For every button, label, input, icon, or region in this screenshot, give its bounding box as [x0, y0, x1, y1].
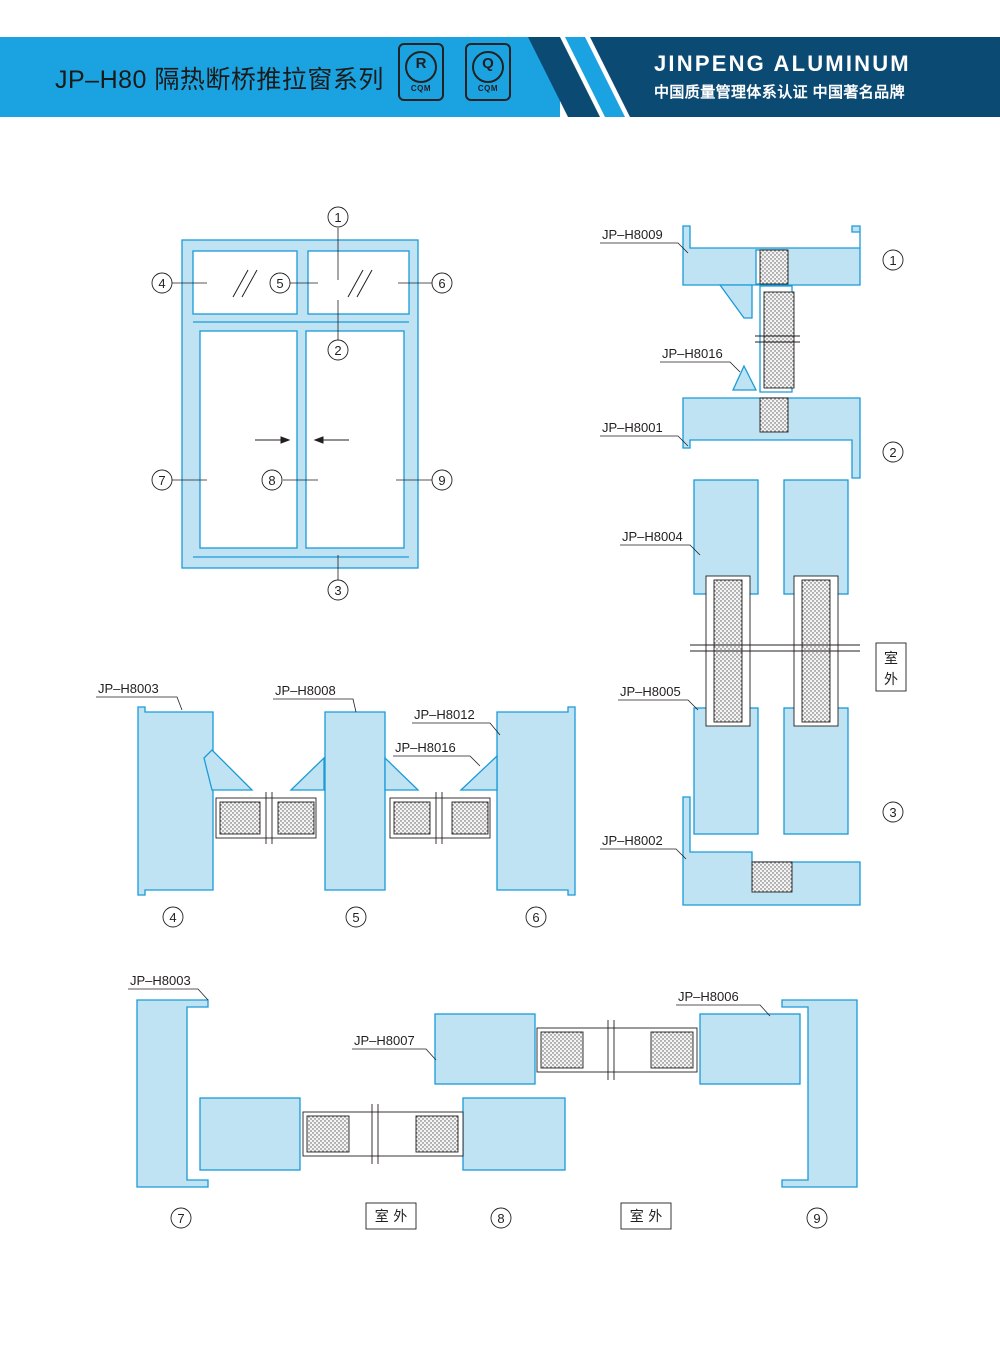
room-label-top: 室 [884, 650, 898, 667]
window-elevation [181, 239, 419, 569]
usec-marker-4: 4 [169, 910, 176, 925]
room-label-box [620, 1202, 672, 1230]
vsec-marker-2: 2 [889, 445, 896, 460]
room-label-box [365, 1202, 417, 1230]
vsec-marker-3: 3 [889, 805, 896, 820]
cert-ring-icon [405, 51, 437, 83]
usec-marker-6: 6 [532, 910, 539, 925]
lower-leaders [128, 988, 771, 1061]
slide-arrows [255, 436, 349, 444]
label-jp-h8016: JP–H8016 [662, 346, 723, 361]
label-jp-h8006: JP–H8006 [678, 989, 739, 1004]
label-jp-h8002: JP–H8002 [602, 833, 663, 848]
elevation-leader-lines [172, 228, 432, 580]
glass-marks [232, 269, 373, 298]
marker-circles [151, 206, 904, 1229]
vertical-leaders [600, 242, 741, 860]
room-label-lower-2: 室 外 [630, 1208, 662, 1225]
marker-1: 1 [334, 210, 341, 225]
marker-4: 4 [158, 276, 165, 291]
cert-badge-q: Q CQM [465, 43, 511, 101]
usec-marker-5: 5 [352, 910, 359, 925]
marker-2: 2 [334, 343, 341, 358]
lsec-marker-9: 9 [813, 1211, 820, 1226]
label-jp-h8012: JP–H8012 [414, 707, 475, 722]
lower-section-profiles [136, 999, 858, 1188]
room-label-bottom: 外 [884, 672, 898, 688]
marker-5: 5 [276, 276, 283, 291]
page-title: JP–H80 隔热断桥推拉窗系列 [55, 66, 384, 94]
lsec-marker-7: 7 [177, 1211, 184, 1226]
vsec-marker-1: 1 [889, 253, 896, 268]
upper-section-profiles [137, 706, 576, 896]
cert-badge-r: R CQM [398, 43, 444, 101]
room-label-box [875, 642, 907, 692]
lower-section-glass [302, 1020, 698, 1164]
marker-7: 7 [158, 473, 165, 488]
label-jp-h8016-upper: JP–H8016 [395, 740, 456, 755]
cert-q-letter: Q [482, 55, 494, 72]
brand-slogan-cn: 中国质量管理体系认证 中国著名品牌 [654, 84, 905, 101]
upper-section-glass [215, 792, 491, 844]
label-jp-h8004: JP–H8004 [622, 529, 683, 544]
brand-name-en: JINPENG ALUMINUM [654, 51, 911, 76]
cert-r-sub: CQM [410, 84, 432, 93]
lsec-marker-8: 8 [497, 1211, 504, 1226]
marker-3: 3 [334, 583, 341, 598]
cert-q-sub: CQM [477, 84, 499, 93]
marker-6: 6 [438, 276, 445, 291]
upper-leaders [96, 696, 501, 767]
room-label-lower-1: 室 外 [375, 1208, 407, 1225]
label-jp-h8009: JP–H8009 [602, 227, 663, 242]
label-jp-h8008: JP–H8008 [275, 683, 336, 698]
cert-r-letter: R [415, 55, 427, 72]
label-jp-h8005: JP–H8005 [620, 684, 681, 699]
label-jp-h8003-lower: JP–H8003 [130, 973, 191, 988]
marker-8: 8 [268, 473, 275, 488]
label-jp-h8007: JP–H8007 [354, 1033, 415, 1048]
label-jp-h8003: JP–H8003 [98, 681, 159, 696]
marker-9: 9 [438, 473, 445, 488]
label-jp-h8001: JP–H8001 [602, 420, 663, 435]
vertical-break-lines [690, 335, 860, 652]
cert-ring-icon [472, 51, 504, 83]
